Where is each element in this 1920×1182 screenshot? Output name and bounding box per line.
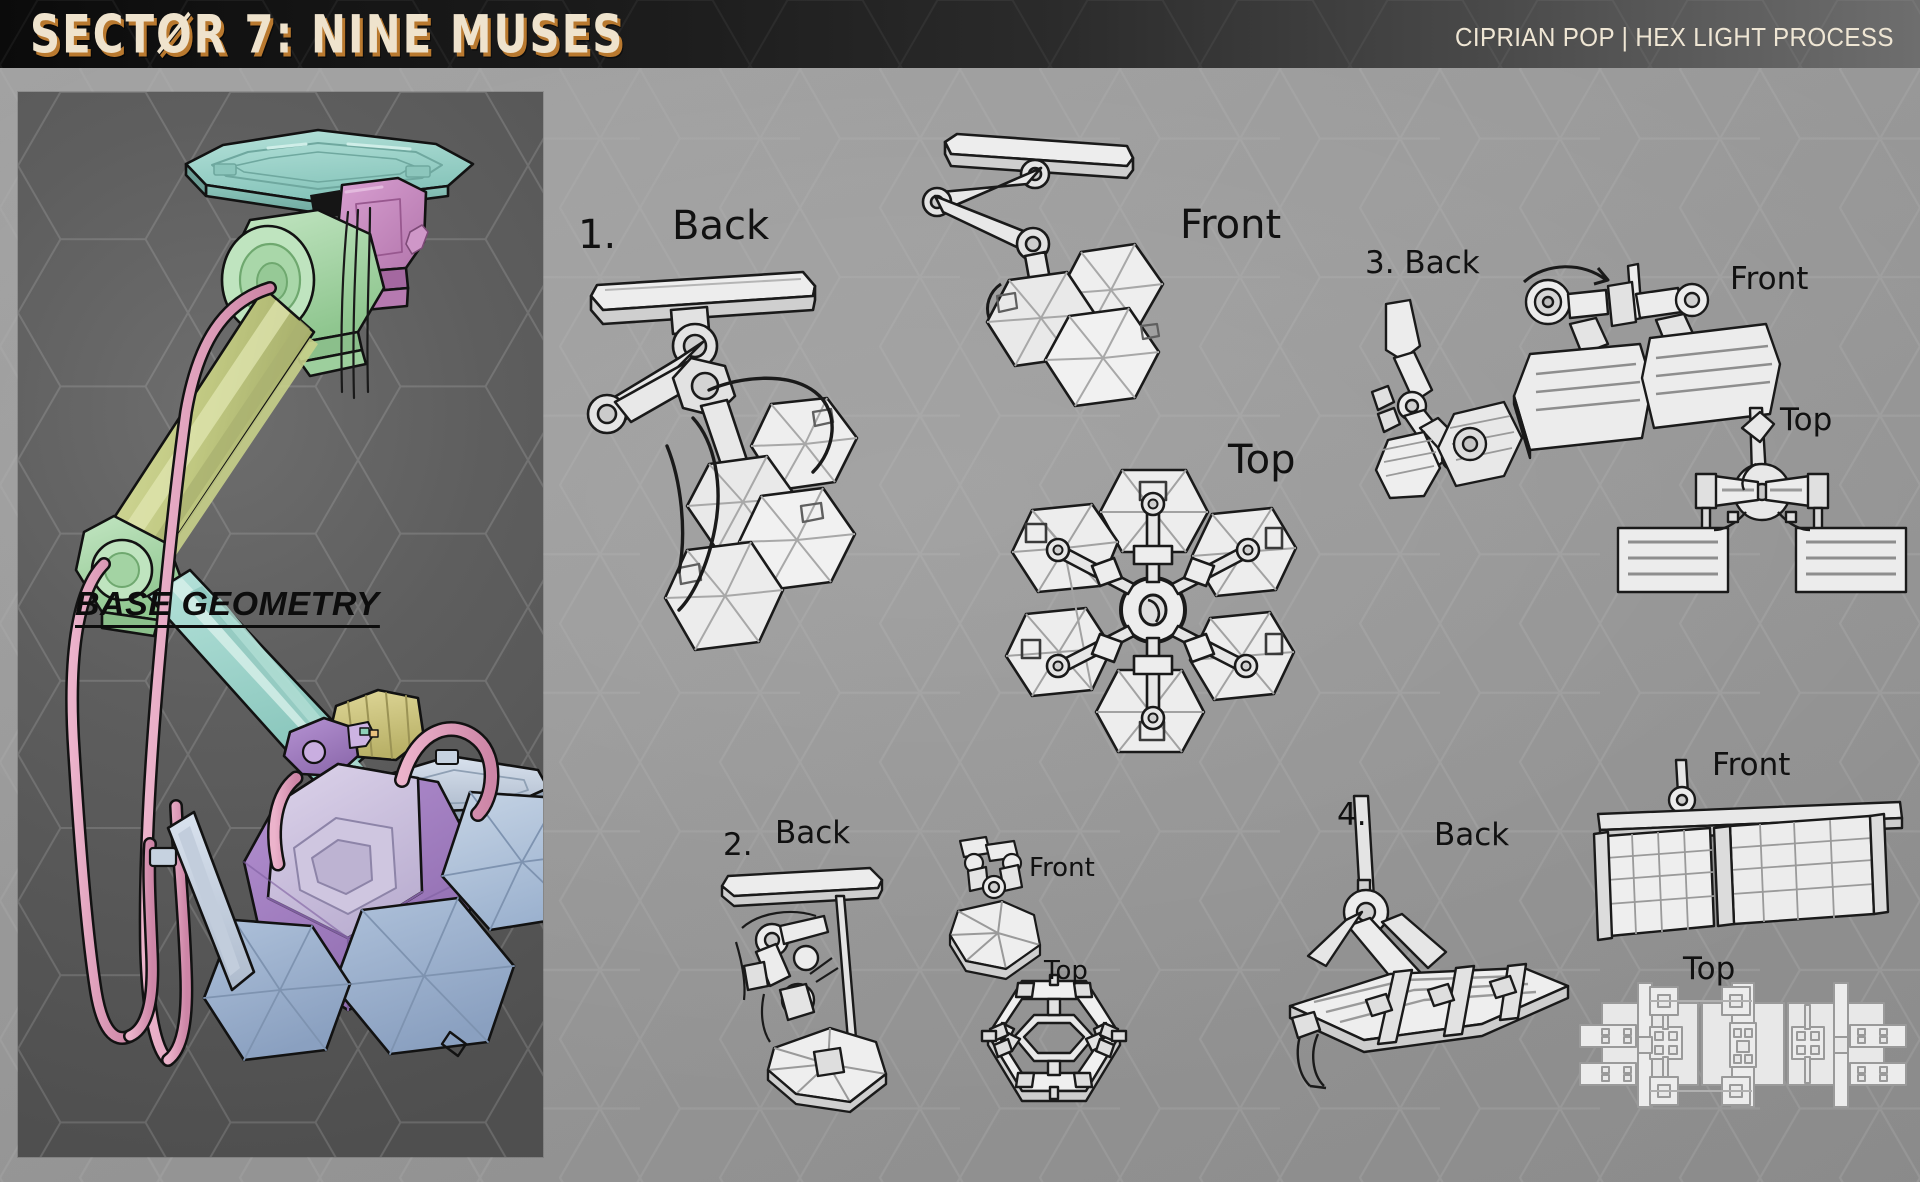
- annotation-4-top: Top: [1683, 951, 1736, 987]
- annotation-4-back: Back: [1434, 817, 1510, 853]
- base-geometry-caption: BASE GEOMETRY: [75, 585, 380, 628]
- study-1-front-view: [905, 120, 1235, 440]
- fine-wires: [340, 206, 372, 400]
- study-1-top-view: [1000, 462, 1320, 762]
- study-3-panel-right: [1640, 318, 1790, 448]
- annotation-2-top: Top: [1044, 956, 1088, 986]
- study-3-back-view: [1358, 298, 1558, 518]
- study-3-panel-left: [1500, 340, 1660, 470]
- annotation-1-top: Top: [1228, 437, 1296, 483]
- study-2-top-view: [952, 973, 1152, 1150]
- annotation-2-back: Back: [775, 815, 851, 851]
- study-2-front-view: [930, 835, 1060, 995]
- upper-arm-strut: [108, 286, 318, 570]
- study-1-back-view: [575, 250, 905, 720]
- annotation-2-number: 2.: [723, 827, 753, 863]
- hex-light-panel-center: [332, 896, 516, 1058]
- study-3-top-view: [1610, 406, 1920, 598]
- head-cable-loops: [267, 721, 500, 872]
- annotation-3-top: Top: [1780, 402, 1833, 438]
- header-hex-pattern: [0, 0, 1920, 68]
- study-4-back-view: [1270, 790, 1590, 1100]
- sheet-credit: CIPRIAN POP | HEX LIGHT PROCESS: [1455, 22, 1894, 52]
- side-rail-blade: [148, 810, 256, 992]
- study-4-front-view: [1580, 758, 1910, 958]
- base-geometry-render-panel: BASE GEOMETRY: [18, 92, 543, 1157]
- sheet-header-bar: SECTØR 7: NINE MUSES CIPRIAN POP | HEX L…: [0, 0, 1920, 68]
- annotation-3-front: Front: [1730, 261, 1809, 297]
- study-2-back-view: [720, 862, 960, 1142]
- annotation-3-back: 3. Back: [1365, 245, 1480, 281]
- annotation-1-back: Back: [672, 203, 770, 249]
- annotation-1-number: 1.: [578, 212, 617, 258]
- annotation-1-front: Front: [1180, 202, 1282, 248]
- annotation-4-front: Front: [1712, 747, 1791, 783]
- annotation-2-front: Front: [1029, 853, 1095, 883]
- base-geometry-model: [65, 128, 543, 1067]
- study-3-hub-detail: [1512, 260, 1732, 440]
- pink-cable-bundle: [65, 281, 277, 1067]
- study-4-top-view: [1579, 975, 1910, 1155]
- head-pivot-knuckle: [282, 716, 379, 778]
- annotation-4-number: 4.: [1337, 797, 1367, 833]
- sheet-title: SECTØR 7: NINE MUSES: [30, 4, 625, 66]
